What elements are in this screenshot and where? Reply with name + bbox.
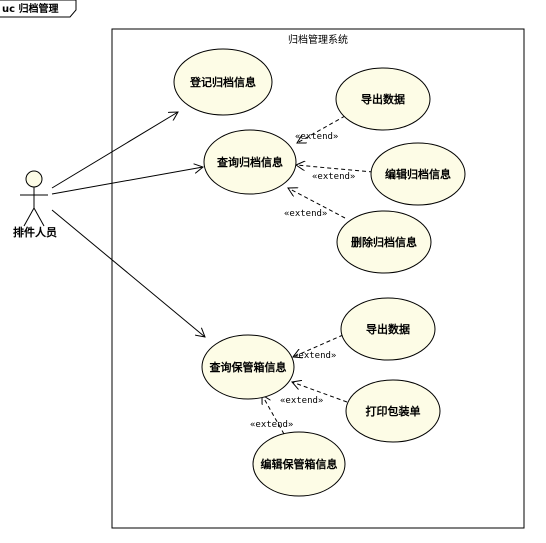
use-case-label: 编辑保管箱信息 — [261, 457, 338, 471]
use-case-label: 导出数据 — [361, 92, 405, 106]
extend-label: «extend» — [280, 396, 323, 406]
use-case-query-archive[interactable]: 查询归档信息 — [203, 129, 297, 195]
use-case-edit-box[interactable]: 编辑保管箱信息 — [252, 431, 346, 497]
use-case-export-data-2[interactable]: 导出数据 — [340, 297, 436, 361]
use-case-print[interactable]: 打印包装单 — [345, 379, 441, 443]
use-case-edit-archive[interactable]: 编辑归档信息 — [370, 142, 466, 206]
extend-label: «extend» — [293, 351, 336, 361]
extend-line-export2 — [293, 334, 344, 357]
association-query-archive — [51, 167, 203, 195]
extend-line-export1 — [297, 115, 346, 143]
extend-line-edit-box — [262, 395, 285, 435]
extend-line-delete-archive — [288, 188, 346, 219]
use-case-label: 查询归档信息 — [217, 155, 283, 169]
use-case-register[interactable]: 登记归档信息 — [173, 48, 273, 116]
use-case-label: 编辑归档信息 — [385, 167, 451, 181]
use-case-export-data-1[interactable]: 导出数据 — [335, 67, 431, 131]
use-case-label: 登记归档信息 — [189, 75, 256, 89]
use-case-delete-archive[interactable]: 删除归档信息 — [336, 210, 432, 274]
extend-line-print — [292, 382, 348, 403]
actor-name: 排件人员 — [13, 225, 57, 239]
frame-label: uc 归档管理 — [2, 2, 59, 15]
association-query-box — [51, 209, 205, 337]
system-boundary — [111, 28, 525, 529]
use-case-label: 导出数据 — [366, 322, 410, 336]
extend-label: «extend» — [250, 420, 293, 430]
use-case-label: 查询保管箱信息 — [210, 360, 287, 374]
use-case-query-box[interactable]: 查询保管箱信息 — [201, 334, 295, 400]
diagram-frame-tab: uc 归档管理 — [0, 0, 77, 18]
extend-label: «extend» — [284, 209, 327, 219]
extend-label: «extend» — [312, 172, 355, 182]
actor-stick-figure — [20, 170, 48, 227]
system-title: 归档管理系统 — [288, 33, 348, 46]
extend-label: «extend» — [295, 132, 338, 142]
use-case-label: 打印包装单 — [366, 404, 421, 418]
use-case-label: 删除归档信息 — [351, 235, 417, 249]
association-register — [51, 112, 178, 189]
extend-line-edit-archive — [296, 165, 374, 173]
